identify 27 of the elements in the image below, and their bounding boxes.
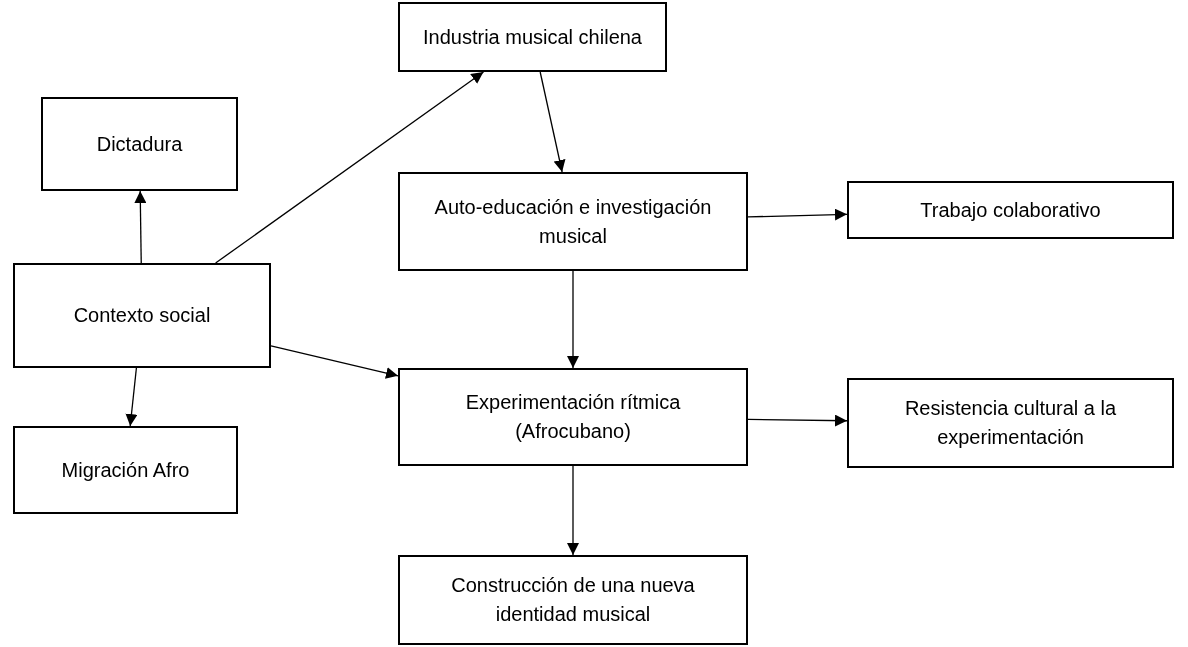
arrow — [125, 367, 138, 427]
arrow — [539, 71, 566, 173]
arrow — [567, 270, 579, 369]
box-label: Trabajo colaborativo — [920, 197, 1101, 223]
process-box — [41, 97, 238, 191]
process-box — [847, 181, 1174, 239]
process-box — [398, 368, 748, 466]
arrow — [270, 345, 399, 379]
process-box — [13, 426, 238, 514]
process-box — [398, 555, 748, 645]
process-box — [13, 263, 271, 368]
process-box — [847, 378, 1174, 468]
box-label: Industria musical chilena — [423, 24, 642, 50]
arrow — [214, 71, 485, 264]
box-label: Construcción de una nueva identidad musical — [450, 573, 696, 627]
process-box — [398, 172, 748, 271]
arrow — [747, 414, 848, 427]
arrow — [134, 190, 147, 264]
box-label: Contexto social — [73, 303, 211, 328]
box-label: Dictadura — [96, 131, 183, 157]
process-box — [398, 2, 667, 72]
box-label: Experimentación rítmica (Afrocubano) — [464, 390, 682, 444]
box-label: Auto-educación e investigación musical — [433, 194, 713, 249]
box-label: Migración Afro — [61, 457, 190, 483]
arrow — [747, 208, 848, 221]
box-label: Resistencia cultural a la experimentación — [903, 396, 1118, 450]
arrow — [567, 465, 579, 556]
